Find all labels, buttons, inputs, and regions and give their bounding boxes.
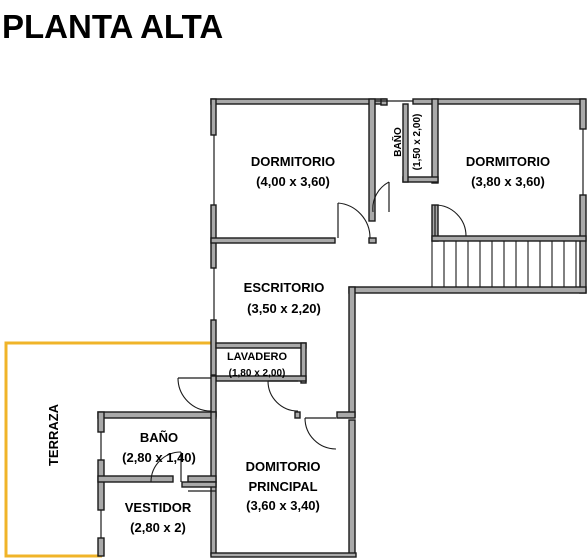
room-principal-name-line2: PRINCIPAL: [248, 479, 317, 494]
room-bano-superior-name: BAÑO: [391, 127, 404, 157]
room-escritorio-name: ESCRITORIO: [244, 280, 325, 295]
room-bano-inferior-dims: (2,80 x 1,40): [122, 450, 196, 465]
room-dormitorio-1-name: DORMITORIO: [251, 154, 335, 169]
room-bano-inferior-name: BAÑO: [140, 430, 178, 445]
room-lavadero-name: LAVADERO: [227, 351, 288, 363]
room-dormitorio-2-dims: (3,80 x 3,60): [471, 174, 545, 189]
room-dormitorio-1-dims: (4,00 x 3,60): [256, 174, 330, 189]
room-dormitorio-2-name: DORMITORIO: [466, 154, 550, 169]
room-principal-name-line1: DOMITORIO: [246, 459, 321, 474]
walls: [97, 98, 587, 558]
room-vestidor-dims: (2,80 x 2): [130, 520, 186, 535]
room-vestidor-name: VESTIDOR: [125, 500, 192, 515]
room-escritorio-dims: (3,50 x 2,20): [247, 301, 321, 316]
staircase: [431, 241, 577, 287]
window-lines: [100, 100, 584, 538]
room-bano-superior-dims: (1,50 x 2,00): [412, 114, 423, 171]
room-principal-dims: (3,60 x 3,40): [246, 498, 320, 513]
plan-title: PLANTA ALTA: [2, 8, 224, 45]
room-lavadero-dims: (1,80 x 2,00): [229, 368, 286, 379]
door-swings: [150, 181, 467, 492]
terrace-outline: [4, 341, 214, 558]
room-terraza-name: TERRAZA: [46, 403, 61, 466]
